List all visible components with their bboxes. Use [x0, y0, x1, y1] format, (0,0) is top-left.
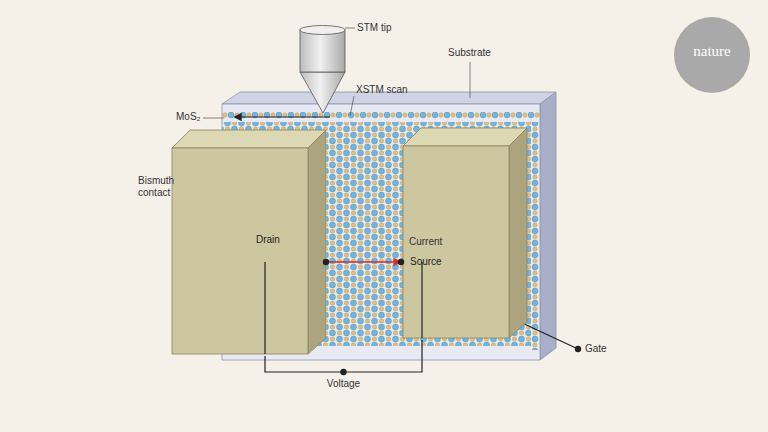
inner-wire [421, 262, 422, 338]
contact-side [308, 130, 326, 354]
part-label: Substrate [448, 47, 491, 59]
scan-arrow [240, 116, 330, 117]
tip-cap [300, 26, 345, 35]
edge-label: Current [409, 236, 442, 248]
terminal-dot [398, 259, 404, 265]
bismuth-contact: Drain [170, 126, 326, 356]
terminal-label: Gate [585, 343, 607, 355]
terminal-label: Source [410, 256, 442, 268]
contact-shape [401, 126, 528, 340]
contact-shape [170, 126, 326, 356]
terminal-dot [575, 346, 581, 352]
mos2-top-row [222, 112, 540, 122]
contact-side [509, 128, 527, 338]
watermark-badge [674, 17, 750, 93]
terminal-dot [323, 259, 329, 265]
terminal-label: Drain [256, 234, 280, 246]
contact-top [172, 130, 326, 148]
inner-wire [264, 262, 265, 354]
contact-front [172, 148, 308, 354]
part-label: STM tip [357, 22, 391, 34]
tip-cylinder [300, 30, 345, 72]
edge-label: Voltage [327, 378, 360, 390]
leader-line [470, 62, 471, 98]
part-label: XSTM scan [356, 84, 408, 96]
leader-line [350, 96, 354, 116]
watermark: nature [674, 45, 750, 57]
connector-line [326, 261, 401, 262]
mos2-edge-column [531, 122, 541, 350]
voltage-wire [265, 340, 422, 375]
leader-line [203, 118, 224, 119]
tip-cone [300, 72, 345, 113]
wire [520, 322, 578, 349]
leader-line [345, 28, 355, 29]
part-label: MoS₂ [176, 111, 200, 123]
bismuth-contact: Source [401, 126, 528, 340]
current-arrow [323, 259, 404, 265]
connector-line [265, 340, 422, 372]
gate-wire [520, 322, 581, 352]
contact-top [403, 128, 527, 146]
contact-front [403, 146, 509, 338]
substrate-side [540, 92, 556, 360]
terminal-dot [340, 369, 346, 375]
stm-tip [300, 26, 345, 114]
part-label: Bismuth contact [138, 175, 182, 199]
